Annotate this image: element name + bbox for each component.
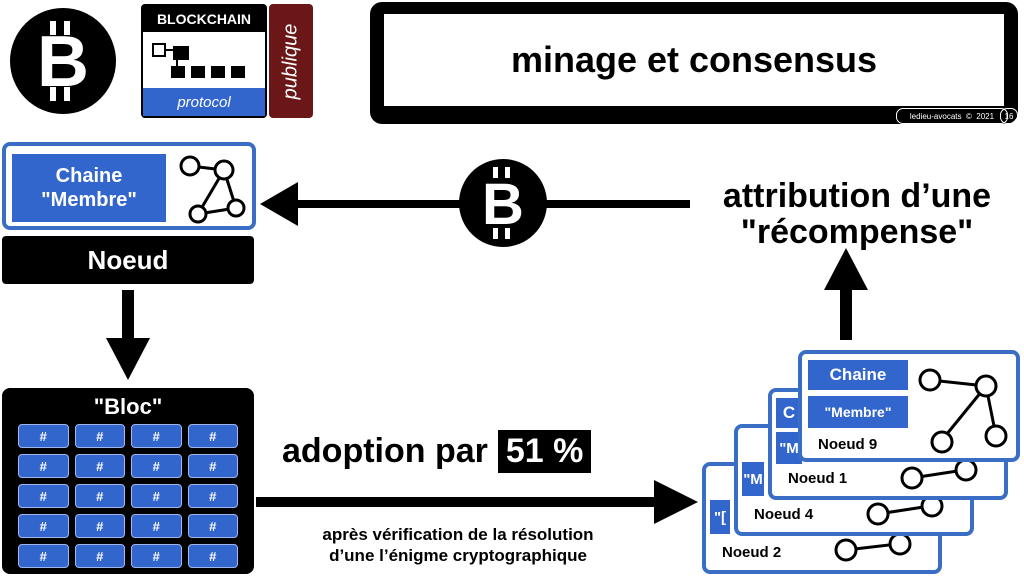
bloc-label: "Bloc": [93, 394, 163, 419]
bitcoin-logo-icon: B: [8, 6, 118, 116]
bloc-hash-cell: #: [187, 484, 238, 508]
network-nodes-icon: [176, 152, 252, 224]
reward-line1: attribution d’une: [722, 177, 992, 215]
reward-line2: "récompense": [740, 213, 974, 251]
adoption-text: adoption par: [282, 431, 488, 470]
noeud-label: Noeud: [2, 236, 254, 284]
node-card-1-partial-m: "M: [776, 432, 802, 464]
bloc-hash-cell: #: [18, 544, 69, 568]
bloc-hash-cell: #: [131, 514, 182, 538]
node-4-network-icon: [866, 494, 944, 526]
bloc-container: "Bloc" ####################: [2, 388, 254, 574]
bloc-hash-cell: #: [131, 454, 182, 478]
bloc-hash-cell: #: [74, 484, 125, 508]
title-inner: minage et consensus: [384, 14, 1004, 106]
node-1-network-icon: [900, 458, 978, 490]
protocol-label: protocol: [143, 88, 265, 116]
bloc-hash-cell: #: [187, 454, 238, 478]
bloc-hash-cell: #: [18, 424, 69, 448]
svg-text:B: B: [482, 172, 524, 237]
front-chain-label: Chaine: [808, 360, 908, 390]
node-9-label: Noeud 9: [818, 436, 878, 453]
node-card-9: Chaine "Membre" Noeud 9: [798, 350, 1020, 462]
adoption-percent: 51 %: [497, 429, 592, 473]
verification-line2: d’une l’énigme cryptographique: [329, 546, 587, 565]
footer-credit: ledieu-avocats © 2021: [896, 108, 1008, 124]
bloc-hash-cell: #: [131, 424, 182, 448]
node-2-label: Noeud 2: [722, 544, 782, 561]
bloc-hash-cell: #: [74, 424, 125, 448]
member-label: "Membre": [41, 189, 137, 211]
bloc-hash-cell: #: [74, 454, 125, 478]
arrow-up-to-reward: [824, 248, 868, 340]
chain-label: Chaine: [55, 165, 123, 187]
bloc-hash-cell: #: [18, 484, 69, 508]
member-node-card: Chaine "Membre": [2, 142, 256, 230]
blockchain-badge: BLOCKCHAIN protocol: [141, 4, 267, 118]
node-card-1-partial-c: C: [776, 398, 802, 428]
node-2-network-icon: [834, 532, 912, 562]
title-frame: minage et consensus ledieu-avocats © 202…: [370, 2, 1018, 124]
blockchain-label: BLOCKCHAIN: [143, 6, 265, 32]
page-title: minage et consensus: [510, 39, 878, 80]
page-number: 16: [1000, 108, 1018, 124]
arrow-noeud-to-bloc: [106, 290, 150, 380]
bloc-hash-cell: #: [187, 424, 238, 448]
node-card-4-partial: "M: [742, 462, 764, 496]
front-member-label: "Membre": [808, 396, 908, 428]
verification-text: après vérification de la résolution d’un…: [262, 524, 654, 566]
bitcoin-reward-icon: B: [459, 159, 547, 247]
node-1-label: Noeud 1: [788, 470, 848, 487]
chain-member-button: Chaine "Membre": [12, 154, 166, 222]
bloc-hash-cell: #: [18, 514, 69, 538]
publique-tag: publique: [269, 4, 313, 118]
verification-line1: après vérification de la résolution: [322, 525, 594, 544]
bloc-grid: ####################: [18, 424, 238, 568]
node-card-2-partial: "[: [710, 500, 730, 534]
blockchain-blocks-icon: [149, 38, 261, 82]
svg-text:B: B: [37, 22, 89, 102]
bloc-hash-cell: #: [187, 544, 238, 568]
bloc-hash-cell: #: [131, 484, 182, 508]
bloc-hash-cell: #: [187, 514, 238, 538]
bloc-hash-cell: #: [74, 544, 125, 568]
node-9-network-icon: [918, 368, 1008, 454]
bloc-hash-cell: #: [74, 514, 125, 538]
node-4-label: Noeud 4: [754, 506, 814, 523]
adoption-line: adoption par 51 %: [282, 424, 592, 478]
bloc-hash-cell: #: [131, 544, 182, 568]
arrow-bloc-to-nodes: [256, 480, 698, 524]
bloc-hash-cell: #: [18, 454, 69, 478]
reward-text: attribution d’une "récompense": [694, 178, 1020, 250]
